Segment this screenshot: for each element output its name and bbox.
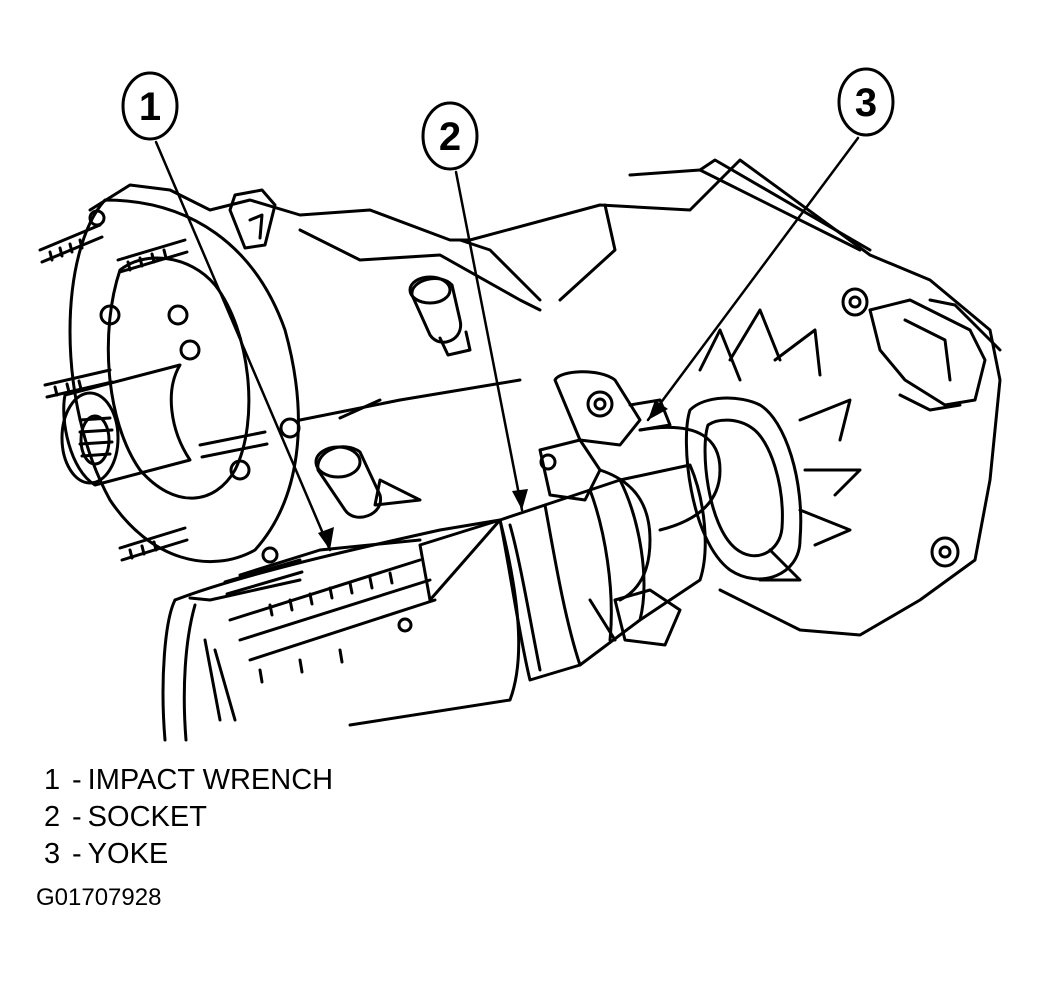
legend-number: 3 xyxy=(44,838,61,870)
leader-lines xyxy=(154,136,860,552)
yoke-assembly xyxy=(538,308,862,647)
callout-number-3: 3 xyxy=(855,81,877,125)
legend-separator: - xyxy=(72,838,82,870)
legend-item: 1-IMPACT WRENCH xyxy=(44,762,333,799)
leader-line-2 xyxy=(454,170,524,512)
transfer-case-housing xyxy=(88,158,1002,637)
legend-item: 2-SOCKET xyxy=(44,799,333,836)
input-flange xyxy=(38,198,304,596)
legend-label: SOCKET xyxy=(87,801,207,833)
callout-number-2: 2 xyxy=(439,115,461,159)
leader-arrow-2 xyxy=(512,489,528,510)
speed-sensor xyxy=(314,275,472,519)
service-illustration: 1 2 3 xyxy=(38,67,1002,742)
legend-number: 1 xyxy=(44,764,61,796)
leader-line-3 xyxy=(646,136,860,422)
socket xyxy=(498,463,707,682)
callout-3: 3 xyxy=(837,67,895,137)
figure-id: G01707928 xyxy=(36,884,162,911)
leader-arrow-3 xyxy=(648,400,668,420)
legend-item: 3-YOKE xyxy=(44,836,333,873)
legend-label: YOKE xyxy=(87,838,169,870)
leader-line-1 xyxy=(154,140,332,552)
legend-separator: - xyxy=(72,801,82,833)
callout-number-1: 1 xyxy=(139,85,161,129)
leader-arrow-1 xyxy=(318,527,334,550)
legend-label: IMPACT WRENCH xyxy=(87,764,334,796)
callout-1: 1 xyxy=(121,71,179,141)
callout-2: 2 xyxy=(421,101,479,171)
legend: 1-IMPACT WRENCH 2-SOCKET 3-YOKE xyxy=(44,762,333,873)
legend-separator: - xyxy=(72,764,82,796)
impact-wrench xyxy=(161,518,521,742)
legend-number: 2 xyxy=(44,801,61,833)
